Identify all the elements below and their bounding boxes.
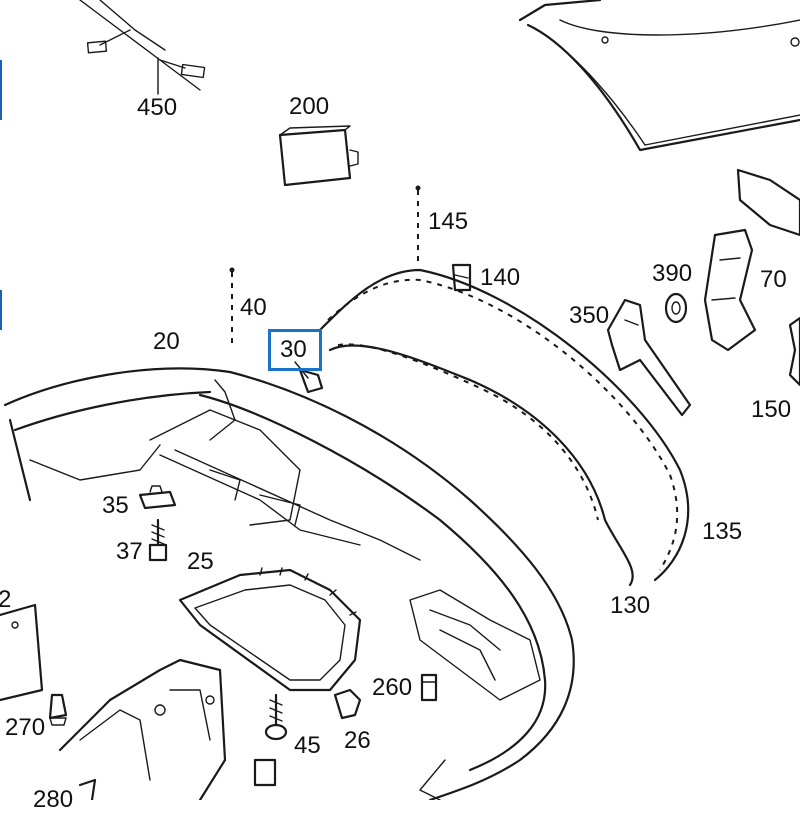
module-200 [278, 125, 359, 187]
screw-45 [264, 693, 288, 741]
part-label-30[interactable]: 30 [280, 336, 307, 363]
part-label-37[interactable]: 37 [116, 538, 143, 565]
part-label-135[interactable]: 135 [702, 518, 743, 545]
carrier-25 [178, 567, 362, 692]
body-panel-top [518, 0, 800, 152]
washer-390 [664, 292, 688, 324]
part-label-26[interactable]: 26 [344, 727, 371, 754]
clip-140 [451, 263, 472, 292]
wiring-harness-450 [79, 0, 206, 95]
screw-37 [148, 518, 168, 562]
clip-270 [48, 693, 68, 726]
part-label-25[interactable]: 25 [187, 548, 214, 575]
arrow-145 [415, 185, 421, 262]
screw-260 [420, 673, 438, 702]
part-label-270[interactable]: 270 [5, 714, 46, 741]
bracket-150 [788, 316, 800, 387]
selected-part-highlight [268, 329, 322, 371]
part-label-20[interactable]: 20 [153, 328, 180, 355]
part-label-40[interactable]: 40 [240, 294, 267, 321]
trim-strip-135 [318, 268, 690, 582]
part-label-450[interactable]: 450 [137, 94, 178, 121]
part-label-2[interactable]: 2 [0, 586, 12, 613]
bumper-cover-20 [3, 367, 575, 802]
part-label-145[interactable]: 145 [428, 208, 469, 235]
part-label-70[interactable]: 70 [760, 266, 787, 293]
trim-strip-130 [328, 343, 634, 587]
clip-35 [138, 485, 177, 510]
part-label-390[interactable]: 390 [652, 260, 693, 287]
part-label-350[interactable]: 350 [569, 302, 610, 329]
part-label-140[interactable]: 140 [480, 264, 521, 291]
panel-left-2 [0, 603, 44, 702]
part-label-280[interactable]: 280 [33, 786, 74, 813]
part-label-130[interactable]: 130 [610, 592, 651, 619]
clip-26 [333, 688, 362, 720]
bracket-70 [703, 168, 800, 352]
part-label-200[interactable]: 200 [289, 93, 330, 120]
part-label-45[interactable]: 45 [294, 732, 321, 759]
bracket-350 [606, 298, 692, 417]
part-label-260[interactable]: 260 [372, 674, 413, 701]
arrow-40 [229, 267, 235, 346]
edge-mark [0, 290, 2, 330]
lower-bracket [58, 658, 277, 802]
edge-mark [0, 60, 2, 120]
part-label-150[interactable]: 150 [751, 396, 792, 423]
part-label-35[interactable]: 35 [102, 492, 129, 519]
